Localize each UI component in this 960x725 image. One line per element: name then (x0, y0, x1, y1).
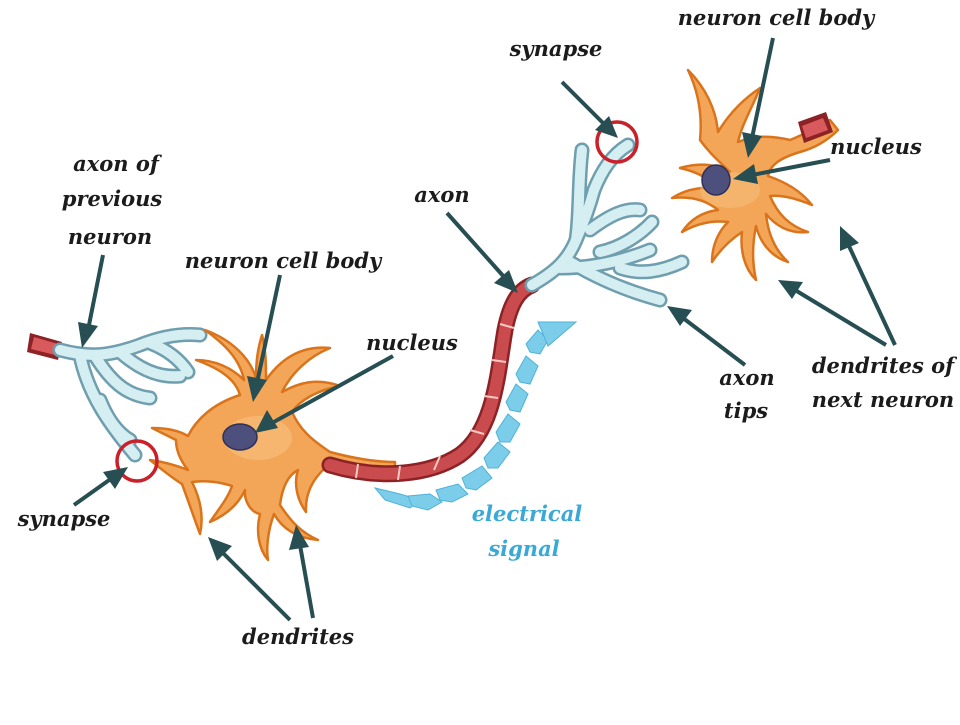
label-axon: axon (414, 182, 469, 207)
label-axon-prev-line1: axon of (73, 151, 163, 176)
previous-neuron-axon-tips (27, 327, 208, 463)
label-axon-prev-line3: neuron (68, 224, 152, 249)
label-axon-tips-line1: axon (719, 365, 774, 390)
label-right-nucleus: nucleus (830, 134, 922, 159)
label-axon-prev-line2: previous (62, 186, 163, 211)
label-next-dendrites-line1: dendrites of (812, 353, 958, 378)
labels: axon of previous neuron neuron cell body… (17, 5, 958, 649)
label-left-synapse: synapse (17, 506, 111, 531)
label-left-nucleus: nucleus (366, 330, 458, 355)
right-nucleus-shape (701, 164, 731, 196)
left-synapse-circle (115, 439, 159, 483)
label-left-cell-body: neuron cell body (185, 248, 383, 273)
left-nucleus-shape (222, 423, 258, 451)
label-electrical-line1: electrical (472, 501, 583, 526)
label-next-dendrites-line2: next neuron (812, 387, 954, 412)
next-axon-stub (798, 112, 833, 143)
electrical-signal-arrows (373, 321, 578, 511)
label-axon-tips-line2: tips (724, 398, 768, 423)
right-synapse-circle (595, 120, 639, 164)
label-right-synapse: synapse (509, 36, 603, 61)
label-right-cell-body: neuron cell body (678, 5, 876, 30)
label-electrical-line2: signal (487, 536, 559, 561)
right-axon-tips (524, 137, 690, 308)
label-dendrites: dendrites (242, 624, 354, 649)
axon-shape (321, 276, 541, 483)
pointer-arrows (72, 37, 897, 622)
